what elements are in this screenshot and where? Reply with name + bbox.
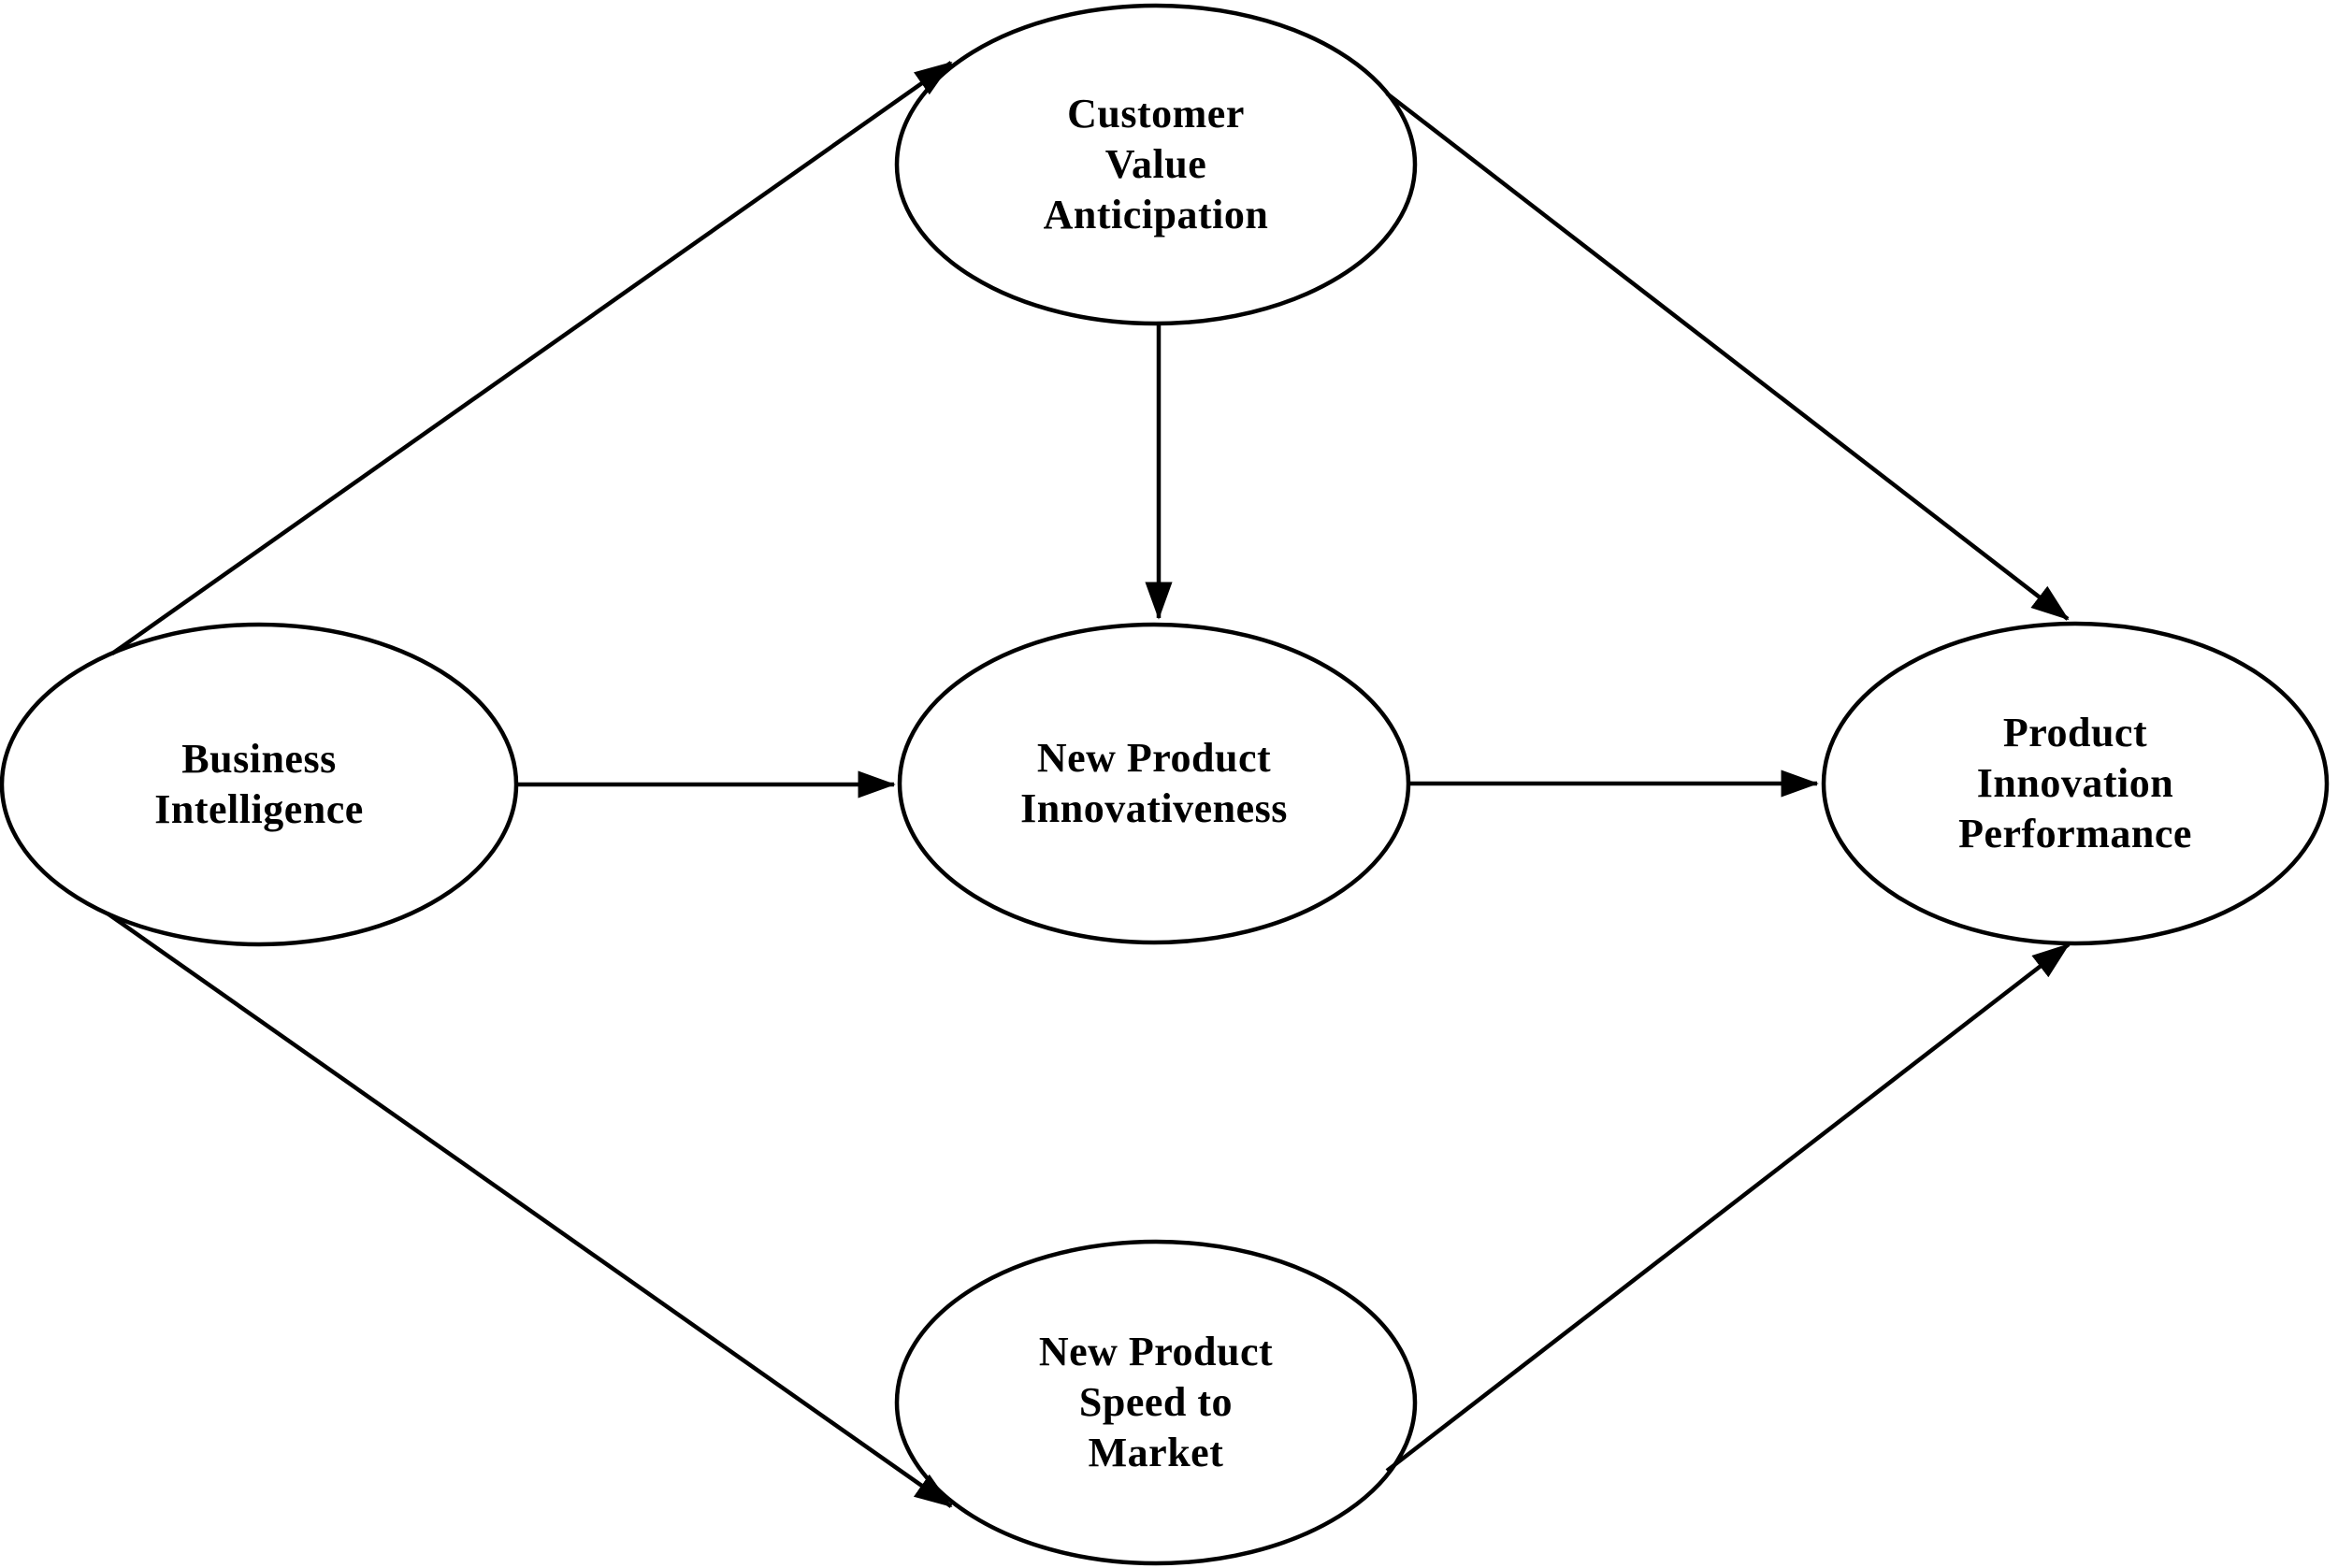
edge-new-product-speed-to-market-to-product-innovation-performance <box>1385 942 2071 1473</box>
edge-customer-value-anticipation-to-product-innovation-performance <box>1385 92 2070 621</box>
edge-business-intelligence-to-customer-value-anticipation <box>110 61 953 655</box>
node-ellipse-product-innovation-performance <box>1821 621 2330 946</box>
node-ellipse-new-product-speed-to-market <box>894 1239 1418 1566</box>
node-ellipse-customer-value-anticipation <box>894 3 1418 326</box>
node-label-product-innovation-performance: Product Innovation Performance <box>1958 710 2192 856</box>
edge-business-intelligence-to-new-product-speed-to-market <box>106 912 953 1508</box>
node-label-new-product-speed-to-market: New Product Speed to Market <box>1038 1329 1274 1475</box>
node-ellipse-new-product-innovativeness <box>897 622 1411 945</box>
node-label-customer-value-anticipation: Customer Value Anticipation <box>1043 91 1269 237</box>
node-label-new-product-innovativeness: New Product Innovativeness <box>1020 735 1288 831</box>
node-label-business-intelligence: Business Intelligence <box>154 736 364 832</box>
